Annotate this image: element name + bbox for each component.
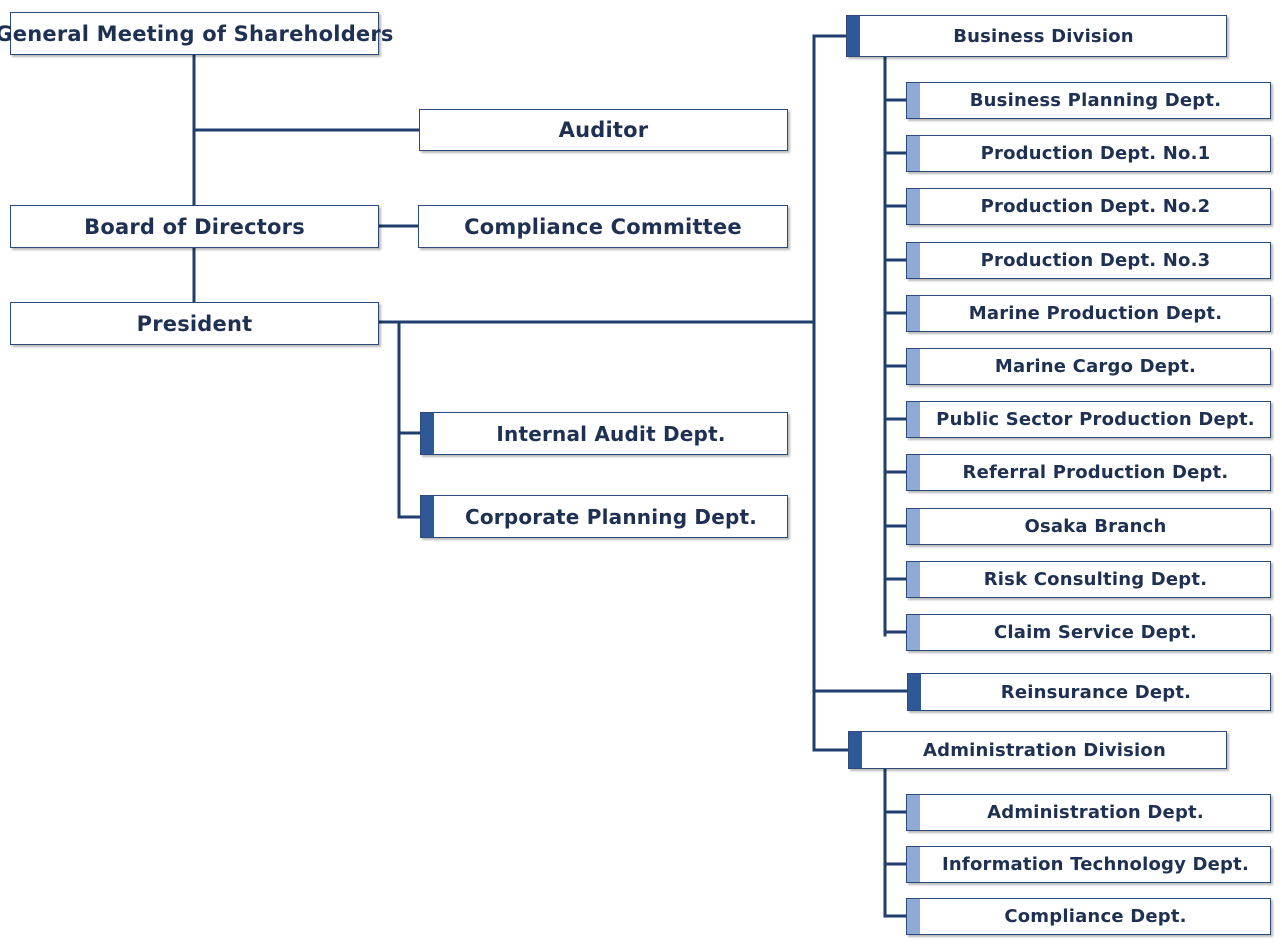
marine-cargo-dept-label: Marine Cargo Dept.: [994, 356, 1197, 377]
division-marker: [849, 732, 862, 768]
auditor-label: Auditor: [558, 118, 649, 142]
risk-consulting-dept-box: Risk Consulting Dept.: [906, 561, 1271, 598]
general-meeting-label: General Meeting of Shareholders: [0, 21, 394, 46]
internal-audit-dept-box: Internal Audit Dept.: [420, 412, 788, 455]
production-dept-no3-label: Production Dept. No.3: [980, 250, 1211, 271]
division-marker: [847, 16, 860, 56]
dept-marker: [421, 496, 434, 537]
osaka-branch-label: Osaka Branch: [1024, 516, 1167, 537]
dept-marker: [908, 674, 921, 710]
reinsurance-dept-box: Reinsurance Dept.: [907, 673, 1271, 711]
business-division-box: Business Division: [846, 15, 1227, 57]
marine-cargo-dept-box: Marine Cargo Dept.: [906, 348, 1271, 385]
president-box: President: [10, 302, 379, 345]
dept-marker: [907, 402, 920, 437]
dept-marker: [907, 83, 920, 118]
dept-marker: [907, 455, 920, 490]
dept-marker: [907, 189, 920, 224]
claim-service-dept-box: Claim Service Dept.: [906, 614, 1271, 651]
referral-production-dept-label: Referral Production Dept.: [962, 462, 1229, 483]
claim-service-dept-label: Claim Service Dept.: [993, 622, 1198, 643]
osaka-branch-box: Osaka Branch: [906, 508, 1271, 545]
dept-marker: [907, 562, 920, 597]
administration-dept-label: Administration Dept.: [987, 802, 1204, 823]
administration-division-label: Administration Division: [923, 739, 1166, 761]
referral-production-dept-box: Referral Production Dept.: [906, 454, 1271, 491]
dept-marker: [907, 243, 920, 278]
general-meeting-box: General Meeting of Shareholders: [0, 12, 393, 55]
dept-marker: [907, 349, 920, 384]
administration-division-box: Administration Division: [848, 731, 1227, 769]
information-technology-dept-box: Information Technology Dept.: [906, 846, 1271, 883]
business-planning-dept-label: Business Planning Dept.: [969, 90, 1222, 111]
risk-consulting-dept-label: Risk Consulting Dept.: [983, 569, 1208, 590]
production-dept-no1-label: Production Dept. No.1: [980, 143, 1211, 164]
internal-audit-dept-label: Internal Audit Dept.: [496, 421, 726, 446]
business-division-label: Business Division: [953, 25, 1134, 47]
corporate-planning-dept-box: Corporate Planning Dept.: [420, 495, 788, 538]
production-dept-no1-box: Production Dept. No.1: [906, 135, 1271, 172]
auditor-box: Auditor: [419, 109, 788, 151]
public-sector-production-dept-label: Public Sector Production Dept.: [936, 409, 1255, 430]
corporate-planning-dept-label: Corporate Planning Dept.: [464, 504, 758, 529]
dept-marker: [907, 136, 920, 171]
compliance-dept-label: Compliance Dept.: [1004, 906, 1187, 927]
board-of-directors-box: Board of Directors: [10, 205, 379, 248]
reinsurance-dept-label: Reinsurance Dept.: [1000, 681, 1192, 703]
marine-production-dept-label: Marine Production Dept.: [968, 303, 1223, 324]
production-dept-no2-label: Production Dept. No.2: [980, 196, 1211, 217]
board-of-directors-label: Board of Directors: [84, 214, 305, 239]
dept-marker: [907, 509, 920, 544]
production-dept-no3-box: Production Dept. No.3: [906, 242, 1271, 279]
business-planning-dept-box: Business Planning Dept.: [906, 82, 1271, 119]
dept-marker: [907, 296, 920, 331]
dept-marker: [907, 899, 920, 934]
marine-production-dept-box: Marine Production Dept.: [906, 295, 1271, 332]
compliance-dept-box: Compliance Dept.: [906, 898, 1271, 935]
dept-marker: [421, 413, 434, 454]
dept-marker: [907, 847, 920, 882]
information-technology-dept-label: Information Technology Dept.: [942, 854, 1249, 875]
compliance-committee-box: Compliance Committee: [418, 205, 788, 248]
administration-dept-box: Administration Dept.: [906, 794, 1271, 831]
compliance-committee-label: Compliance Committee: [464, 214, 742, 239]
production-dept-no2-box: Production Dept. No.2: [906, 188, 1271, 225]
dept-marker: [907, 795, 920, 830]
dept-marker: [907, 615, 920, 650]
public-sector-production-dept-box: Public Sector Production Dept.: [906, 401, 1271, 438]
president-label: President: [136, 311, 253, 336]
